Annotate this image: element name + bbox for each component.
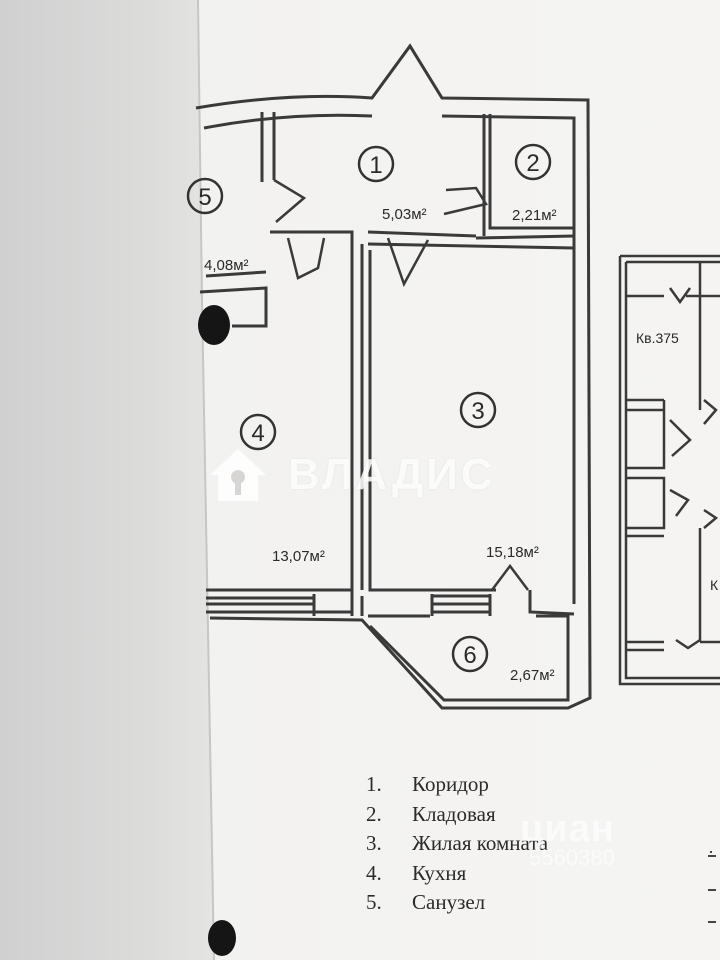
cian-watermark-name: циан <box>520 808 615 850</box>
legend-label: Кухня <box>412 860 467 885</box>
room-number: 2 <box>526 150 539 177</box>
room-number: 4 <box>251 420 264 447</box>
room-5-marker: 5 4,08м² <box>186 177 249 274</box>
room-number: 5 <box>198 184 211 211</box>
house-key-icon <box>210 449 266 501</box>
neighbor-plan <box>618 254 720 686</box>
legend-number: 4. <box>366 860 382 885</box>
legend-number: 1. <box>366 772 382 797</box>
page-edge <box>197 0 215 960</box>
room-4-marker: 4 13,07м² <box>239 413 325 565</box>
room-area: 15,18м² <box>486 544 539 561</box>
room-area: 13,07м² <box>272 548 325 565</box>
legend-number: 3. <box>366 831 382 856</box>
legend-label: Санузел <box>412 890 486 915</box>
legend-number: 5. <box>366 890 382 915</box>
door-swings <box>273 43 529 591</box>
legend-label: Жилая комната <box>412 831 549 856</box>
edge-marks <box>708 851 716 923</box>
room-6-marker: 6 2,67м² <box>451 635 555 684</box>
legend-item: 3. Жилая комната <box>366 829 716 859</box>
cian-watermark: циан 5560380 <box>520 808 615 871</box>
room-number: 3 <box>471 398 484 425</box>
legend-item: 2. Кладовая <box>366 800 716 830</box>
room-area: 5,03м² <box>382 206 427 223</box>
room-number: 6 <box>463 642 476 669</box>
brand-watermark-text: ВЛАДИС <box>288 450 496 499</box>
room-number: 1 <box>369 152 382 179</box>
binder-hole <box>208 920 236 956</box>
vladis-watermark: ВЛАДИС <box>208 445 496 505</box>
legend-item: 4. Кухня <box>366 859 716 889</box>
legend-label: Кладовая <box>412 801 496 826</box>
room-1-marker: 1 5,03м² <box>357 145 427 223</box>
left-page <box>0 0 214 960</box>
room-area: 4,08м² <box>204 257 249 274</box>
neighbor-apartment-partial-label: К <box>710 577 719 593</box>
legend-label: Коридор <box>412 772 489 797</box>
room-2-marker: 2 2,21м² <box>512 143 557 224</box>
room-legend: 1. Коридор 2. Кладовая 3. Жилая комната … <box>366 770 716 918</box>
cian-watermark-id: 5560380 <box>529 845 615 870</box>
binder-hole <box>198 305 230 345</box>
room-area: 2,21м² <box>512 207 557 224</box>
room-area: 2,67м² <box>510 667 555 684</box>
legend-item: 1. Коридор <box>366 770 716 800</box>
room-3-marker: 3 15,18м² <box>459 391 539 561</box>
legend-item: 5. Санузел <box>366 888 716 918</box>
neighbor-apartment-label: Кв.375 <box>636 330 679 346</box>
legend-number: 2. <box>366 801 382 826</box>
plan-walls <box>195 43 592 710</box>
